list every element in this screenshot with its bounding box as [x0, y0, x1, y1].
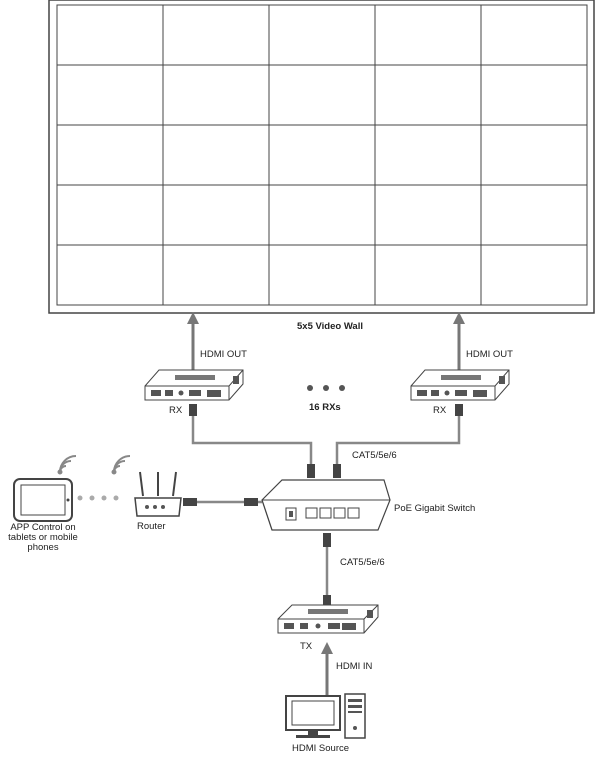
video-wall-grid	[56, 4, 588, 306]
poe-switch	[261, 479, 391, 531]
video-wall-panel	[56, 184, 164, 246]
video-wall-panel	[56, 244, 164, 306]
cable-router-to-switch	[183, 498, 262, 506]
video-wall-panel	[268, 64, 376, 126]
rx-device-right	[410, 369, 510, 401]
rx-label-left: RX	[169, 405, 183, 416]
cable-rx-right-to-switch	[333, 404, 463, 478]
hdmi-source-label: HDMI Source	[292, 743, 350, 754]
video-wall-panel	[162, 124, 270, 186]
video-wall-panel	[480, 184, 588, 246]
wifi-icon-router	[111, 455, 131, 475]
video-wall-panel	[162, 244, 270, 306]
video-wall-panel	[374, 244, 482, 306]
cable-label-upper: CAT5/5e/6	[352, 450, 397, 461]
hdmi-out-label-right: HDMI OUT	[466, 349, 513, 360]
cable-switch-to-tx	[323, 533, 331, 607]
wifi-icon-tablet	[57, 455, 77, 475]
video-wall-panel	[268, 184, 376, 246]
video-wall-panel	[162, 64, 270, 126]
more-receivers-dots	[307, 385, 345, 391]
video-wall-panel	[480, 4, 588, 66]
hdmi-in-arrow	[321, 642, 333, 695]
video-wall-panel	[480, 244, 588, 306]
hdmi-out-arrow-left	[187, 312, 199, 372]
cable-label-lower: CAT5/5e/6	[340, 557, 385, 568]
rx-label-right: RX	[433, 405, 447, 416]
video-wall-panel	[480, 64, 588, 126]
app-control-line-1: APP Control on	[10, 522, 76, 533]
video-wall-panel	[480, 124, 588, 186]
video-wall-panel	[56, 4, 164, 66]
tx-label: TX	[300, 641, 313, 652]
video-wall-panel	[374, 184, 482, 246]
video-wall-panel	[268, 124, 376, 186]
hdmi-out-arrow-right	[453, 312, 465, 372]
video-wall-panel	[374, 64, 482, 126]
video-wall-caption: 5x5 Video Wall	[297, 321, 363, 332]
video-wall-panel	[374, 124, 482, 186]
wireless-link-dots	[77, 495, 119, 501]
video-wall-panel	[162, 184, 270, 246]
video-wall-panel	[56, 124, 164, 186]
switch-label: PoE Gigabit Switch	[394, 503, 476, 514]
tx-device	[277, 604, 379, 634]
app-control-label: APP Control on tablets or mobile phones	[0, 523, 86, 553]
rx-device-left	[144, 369, 244, 401]
router-label: Router	[137, 521, 166, 532]
hdmi-out-label-left: HDMI OUT	[200, 349, 247, 360]
hdmi-in-label: HDMI IN	[336, 661, 373, 672]
tablet-icon	[13, 478, 73, 522]
video-wall-panel	[268, 4, 376, 66]
router-icon	[134, 471, 182, 517]
video-wall-panel	[374, 4, 482, 66]
video-wall-panel	[56, 64, 164, 126]
video-wall-panel	[268, 244, 376, 306]
video-wall	[48, 0, 595, 314]
app-control-line-3: phones	[27, 542, 59, 553]
receivers-count-label: 16 RXs	[309, 402, 341, 413]
app-control-line-2: tablets or mobile	[8, 532, 78, 543]
computer-icon	[285, 693, 366, 739]
cable-rx-left-to-switch	[189, 404, 315, 478]
video-wall-panel	[162, 4, 270, 66]
